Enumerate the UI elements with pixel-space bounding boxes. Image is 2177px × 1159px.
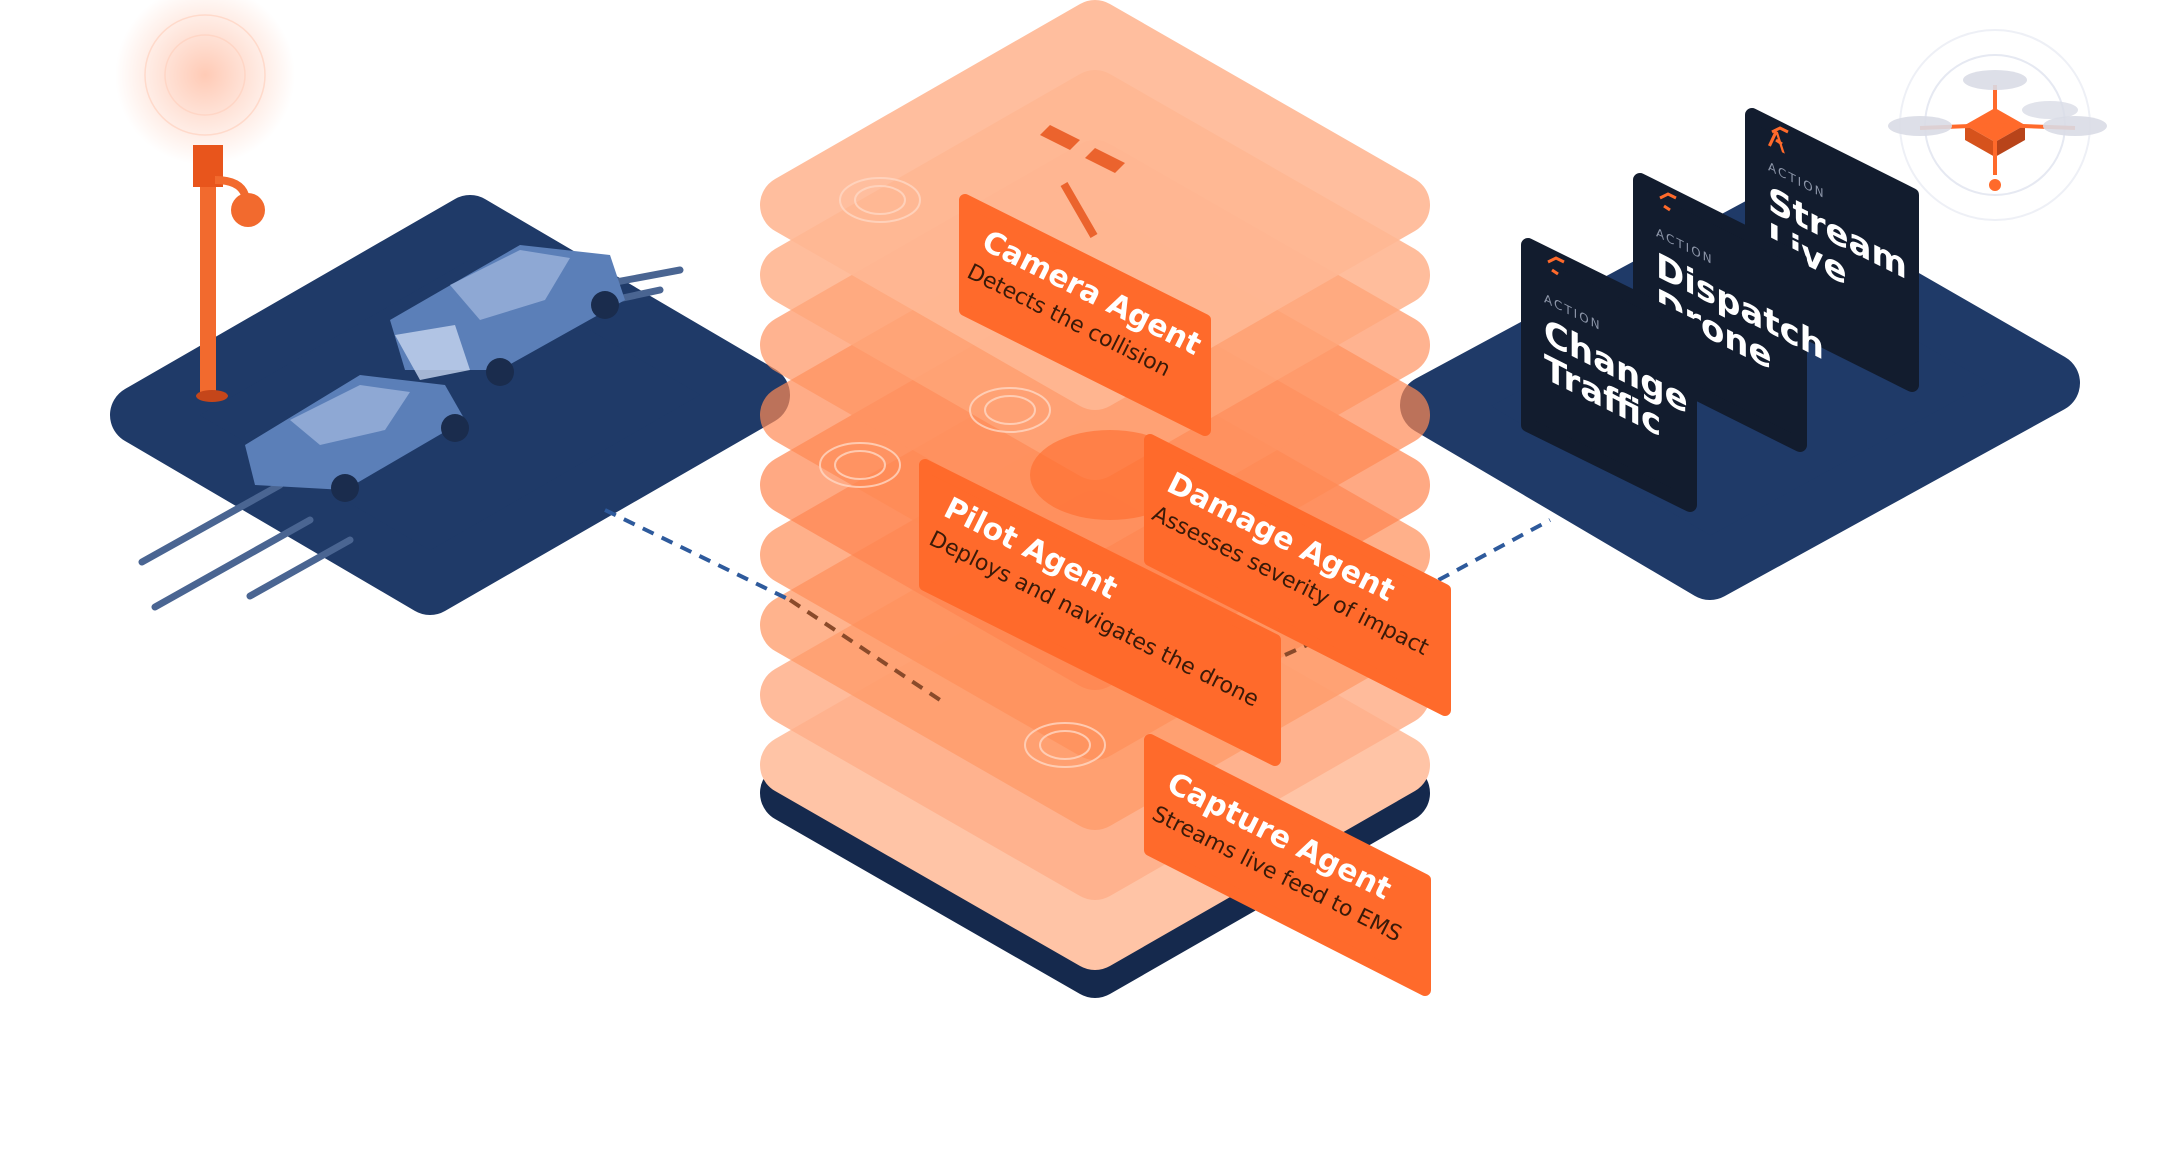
- satellite-icon: [1040, 125, 1125, 238]
- signal-rings-icon: [819, 177, 1106, 768]
- crashed-cars-icon: [245, 245, 625, 502]
- drone-icon: [1888, 29, 2107, 221]
- action-card-change-traffic: ACTION Change Traffic: [1521, 238, 1697, 512]
- brand-mark-icon: [1547, 126, 1789, 276]
- street-camera-icon: [115, 0, 295, 402]
- agent-card-damage: Damage Agent Assesses severity of impact: [1144, 434, 1451, 716]
